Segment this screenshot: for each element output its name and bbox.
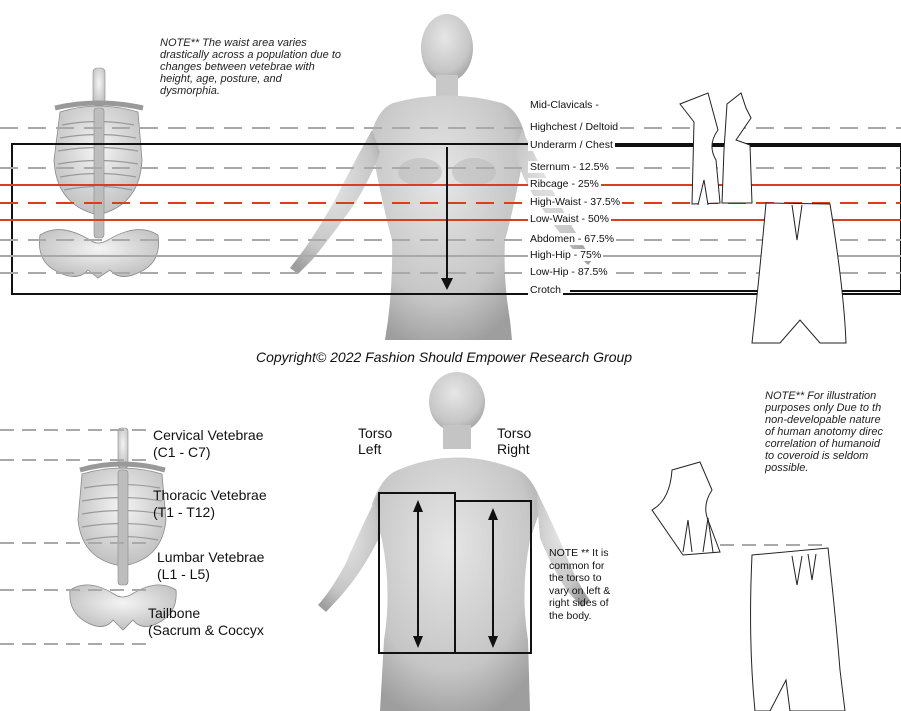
copyright-text: Copyright© 2022 Fashion Should Empower R… <box>256 349 632 365</box>
level-label: Crotch <box>528 284 563 296</box>
spine-label-cervical: Cervical Vetebrae (C1 - C7) <box>153 427 264 461</box>
level-label: High-Hip - 75% <box>528 249 603 261</box>
level-label: Low-Hip - 87.5% <box>528 266 610 278</box>
bottom-pants-pattern <box>751 548 845 711</box>
level-label: Underarm / Chest <box>528 139 615 151</box>
top-pants-pattern <box>752 203 846 343</box>
level-label: Sternum - 12.5% <box>528 161 611 173</box>
level-label: Ribcage - 25% <box>528 178 601 190</box>
level-label: Abdomen - 67.5% <box>528 233 616 245</box>
level-label: Highchest / Deltoid <box>528 121 620 133</box>
spine-label-tailbone: Tailbone (Sacrum & Coccyx <box>148 605 264 639</box>
torso-left-label: Torso Left <box>358 425 392 457</box>
torso-variation-note: NOTE ** It is common for the torso to va… <box>549 547 610 622</box>
bottom-bodice-pattern <box>652 462 720 555</box>
level-label: Low-Waist - 50% <box>528 213 611 225</box>
spine-label-lumbar: Lumbar Vetebrae (L1 - L5) <box>157 549 264 583</box>
illustration-note: NOTE** For illustration purposes only Du… <box>765 390 901 474</box>
top-bodice-pattern <box>680 93 752 205</box>
level-label: High-Waist - 37.5% <box>528 196 622 208</box>
level-label: Mid-Clavicals - <box>528 99 601 111</box>
spine-label-thoracic: Thoracic Vetebrae (T1 - T12) <box>153 487 267 521</box>
waist-variation-note: NOTE** The waist area varies drastically… <box>160 37 341 97</box>
top-skeleton <box>39 68 158 278</box>
torso-right-label: Torso Right <box>497 425 531 457</box>
